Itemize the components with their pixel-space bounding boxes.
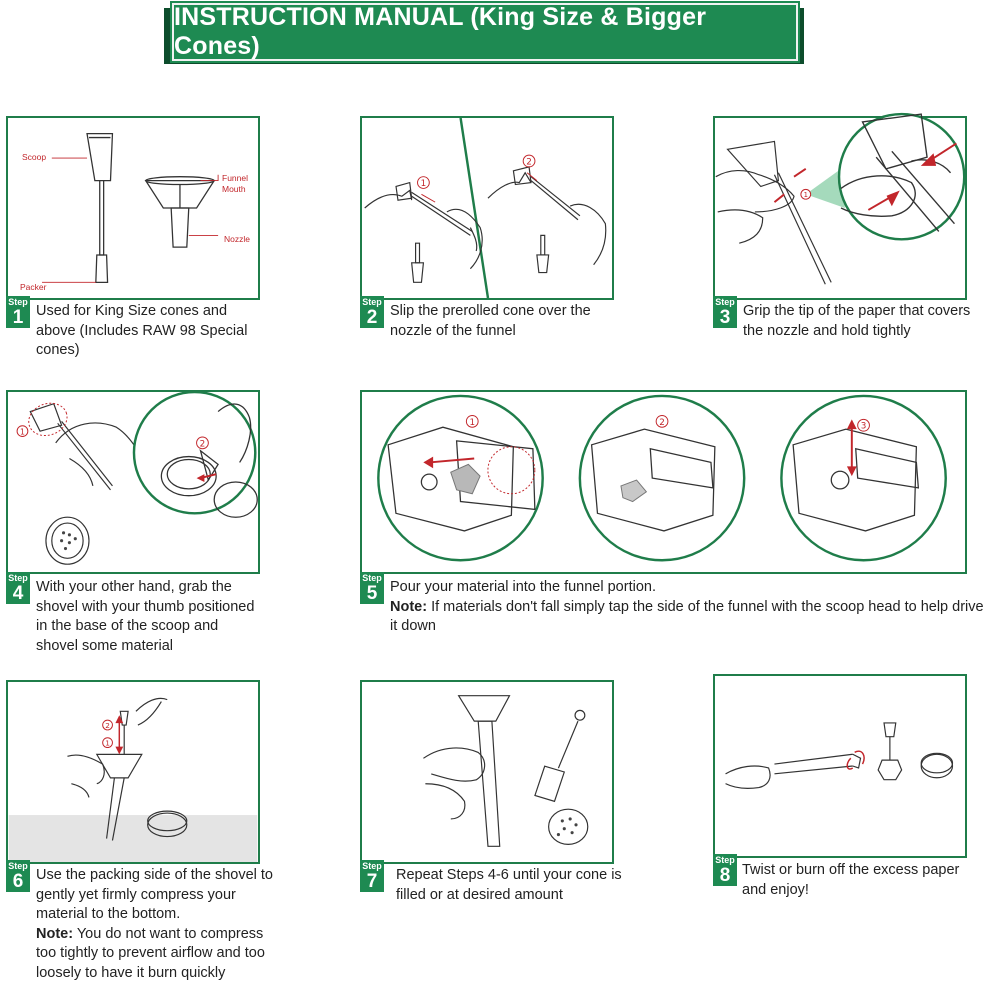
step-2-badge: Step 2 bbox=[360, 296, 384, 328]
step-4-illustration: 1 2 bbox=[6, 390, 260, 574]
twist-paper-drawing bbox=[725, 722, 954, 789]
nozzle-label: Nozzle bbox=[224, 234, 250, 244]
note-text: You do not want to compress too tightly … bbox=[36, 925, 265, 981]
funnel-label: Funnel bbox=[222, 173, 248, 183]
packer-label: Packer bbox=[20, 282, 47, 292]
step-number: 1 bbox=[12, 307, 24, 328]
step-5-main-text: Pour your material into the funnel porti… bbox=[390, 579, 656, 595]
scoop-label: Scoop bbox=[22, 152, 47, 162]
step-word: Step bbox=[8, 297, 28, 307]
page-title: INSTRUCTION MANUAL (King Size & Bigger C… bbox=[174, 3, 707, 60]
step-8-badge: Step 8 bbox=[713, 854, 737, 886]
step-number: 4 bbox=[12, 583, 24, 604]
step-1-badge: Step 1 bbox=[6, 296, 30, 328]
step-3-badge: Step 3 bbox=[713, 296, 737, 328]
step-number: 7 bbox=[366, 871, 378, 892]
step-2-illustration: 1 2 bbox=[360, 116, 614, 300]
step-number: 3 bbox=[719, 307, 731, 328]
step-number: 5 bbox=[366, 583, 378, 604]
title-banner: INSTRUCTION MANUAL (King Size & Bigger C… bbox=[170, 1, 800, 63]
step-2-text: Slip the prerolled cone over the nozzle … bbox=[390, 303, 591, 339]
step-word: Step bbox=[362, 861, 382, 871]
step-4-text: With your other hand, grab the shovel wi… bbox=[36, 579, 255, 654]
mouth-label: Mouth bbox=[222, 184, 246, 194]
marker-2: 2 bbox=[659, 418, 665, 428]
marker-2: 2 bbox=[200, 439, 206, 449]
marker-1: 1 bbox=[469, 418, 475, 428]
step-6-text: Use the packing side of the shovel to ge… bbox=[36, 866, 276, 983]
step-5-badge: Step 5 bbox=[360, 572, 384, 604]
step-5-illustration: 1 2 3 bbox=[360, 390, 967, 574]
step-1-text: Used for King Size cones and above (Incl… bbox=[36, 303, 248, 358]
step-word: Step bbox=[8, 861, 28, 871]
pour-material-drawing: 1 2 3 bbox=[377, 394, 947, 562]
step-4-badge: Step 4 bbox=[6, 572, 30, 604]
step-7-text: Repeat Steps 4-6 until your cone is fill… bbox=[396, 867, 622, 903]
step-1-illustration: Scoop Funnel Mouth Nozzle Packer bbox=[6, 116, 260, 300]
step-5-text: Pour your material into the funnel porti… bbox=[390, 578, 990, 637]
marker-2: 2 bbox=[526, 157, 532, 167]
step-6-note: Note: You do not want to compress too ti… bbox=[36, 925, 276, 984]
step-3-illustration: 1 bbox=[713, 112, 967, 300]
note-label: Note: bbox=[390, 598, 428, 615]
step-8-text: Twist or burn off the excess paper and e… bbox=[742, 862, 960, 898]
step-word: Step bbox=[362, 573, 382, 583]
step-word: Step bbox=[715, 855, 735, 865]
marker-1: 1 bbox=[105, 739, 110, 748]
step-word: Step bbox=[362, 297, 382, 307]
step-number: 2 bbox=[366, 307, 378, 328]
step-number: 6 bbox=[12, 871, 24, 892]
note-label: Note: bbox=[36, 925, 74, 942]
compress-material-drawing: 2 1 bbox=[8, 697, 258, 862]
grip-tip-drawing: 1 bbox=[715, 112, 966, 285]
step-word: Step bbox=[715, 297, 735, 307]
step-6-main-text: Use the packing side of the shovel to ge… bbox=[36, 867, 273, 922]
marker-2: 2 bbox=[105, 721, 110, 730]
repeat-steps-drawing bbox=[423, 695, 589, 847]
note-text: If materials don't fall simply tap the s… bbox=[390, 598, 984, 635]
step-word: Step bbox=[8, 573, 28, 583]
step-number: 8 bbox=[719, 865, 731, 886]
marker-1: 1 bbox=[20, 428, 25, 437]
step-6-badge: Step 6 bbox=[6, 860, 30, 892]
step-7-illustration bbox=[360, 680, 614, 864]
step-8-illustration bbox=[713, 674, 967, 858]
marker-1: 1 bbox=[421, 179, 427, 189]
marker-3: 3 bbox=[861, 422, 867, 432]
step-3-text: Grip the tip of the paper that covers th… bbox=[743, 303, 971, 339]
step-7-badge: Step 7 bbox=[360, 860, 384, 892]
cone-on-nozzle-drawing: 1 2 bbox=[364, 118, 607, 298]
step-5-note: Note: If materials don't fall simply tap… bbox=[390, 598, 990, 637]
marker-1: 1 bbox=[804, 191, 808, 199]
grab-shovel-drawing: 1 2 bbox=[16, 390, 258, 565]
step-6-illustration: 2 1 bbox=[6, 680, 260, 864]
scoop-funnel-packer-drawing bbox=[42, 133, 219, 283]
